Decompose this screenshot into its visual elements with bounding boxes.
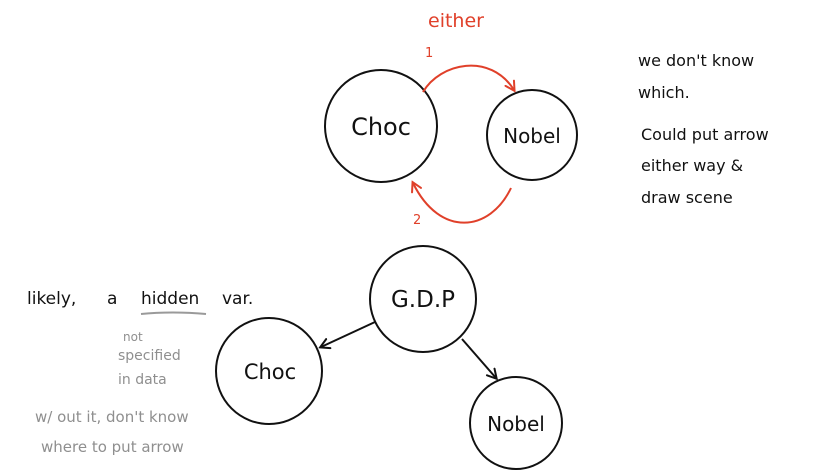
note-line-5: draw scene xyxy=(641,188,733,207)
note-line-1: we don't know xyxy=(638,51,754,70)
node-nobel-top xyxy=(486,89,578,181)
hidden-text: hidden xyxy=(141,289,199,309)
either-label: either xyxy=(428,10,484,32)
grey-note-5: where to put arrow xyxy=(41,438,184,456)
arrow-2-label: 2 xyxy=(413,213,421,228)
node-choc-bottom-label: Choc xyxy=(244,360,296,384)
node-nobel-bottom-label: Nobel xyxy=(487,412,545,436)
arrow-choc-to-nobel xyxy=(422,64,514,92)
var-text: var. xyxy=(222,289,253,309)
node-gdp-label: G.D.P xyxy=(391,287,455,313)
node-choc-top-label: Choc xyxy=(351,113,411,141)
note-line-3: Could put arrow xyxy=(641,125,769,144)
node-choc-bottom xyxy=(215,317,323,425)
node-nobel-top-label: Nobel xyxy=(503,124,561,148)
node-gdp xyxy=(369,245,477,353)
grey-note-3: in data xyxy=(118,372,167,388)
likely-text: likely, xyxy=(27,289,76,309)
grey-note-4: w/ out it, don't know xyxy=(35,408,189,426)
node-choc-top xyxy=(324,69,438,183)
arrow-gdp-to-nobel xyxy=(461,338,496,378)
grey-note-1: not xyxy=(123,330,143,344)
arrow-1-label: 1 xyxy=(425,46,433,61)
hidden-underline xyxy=(140,311,207,315)
node-nobel-bottom xyxy=(469,376,563,470)
a-text: a xyxy=(107,289,117,309)
note-line-2: which. xyxy=(638,83,690,102)
arrow-gdp-to-choc xyxy=(321,321,376,347)
note-line-4: either way & xyxy=(641,156,743,175)
arrow-nobel-to-choc xyxy=(413,183,512,224)
grey-note-2: specified xyxy=(118,348,181,364)
